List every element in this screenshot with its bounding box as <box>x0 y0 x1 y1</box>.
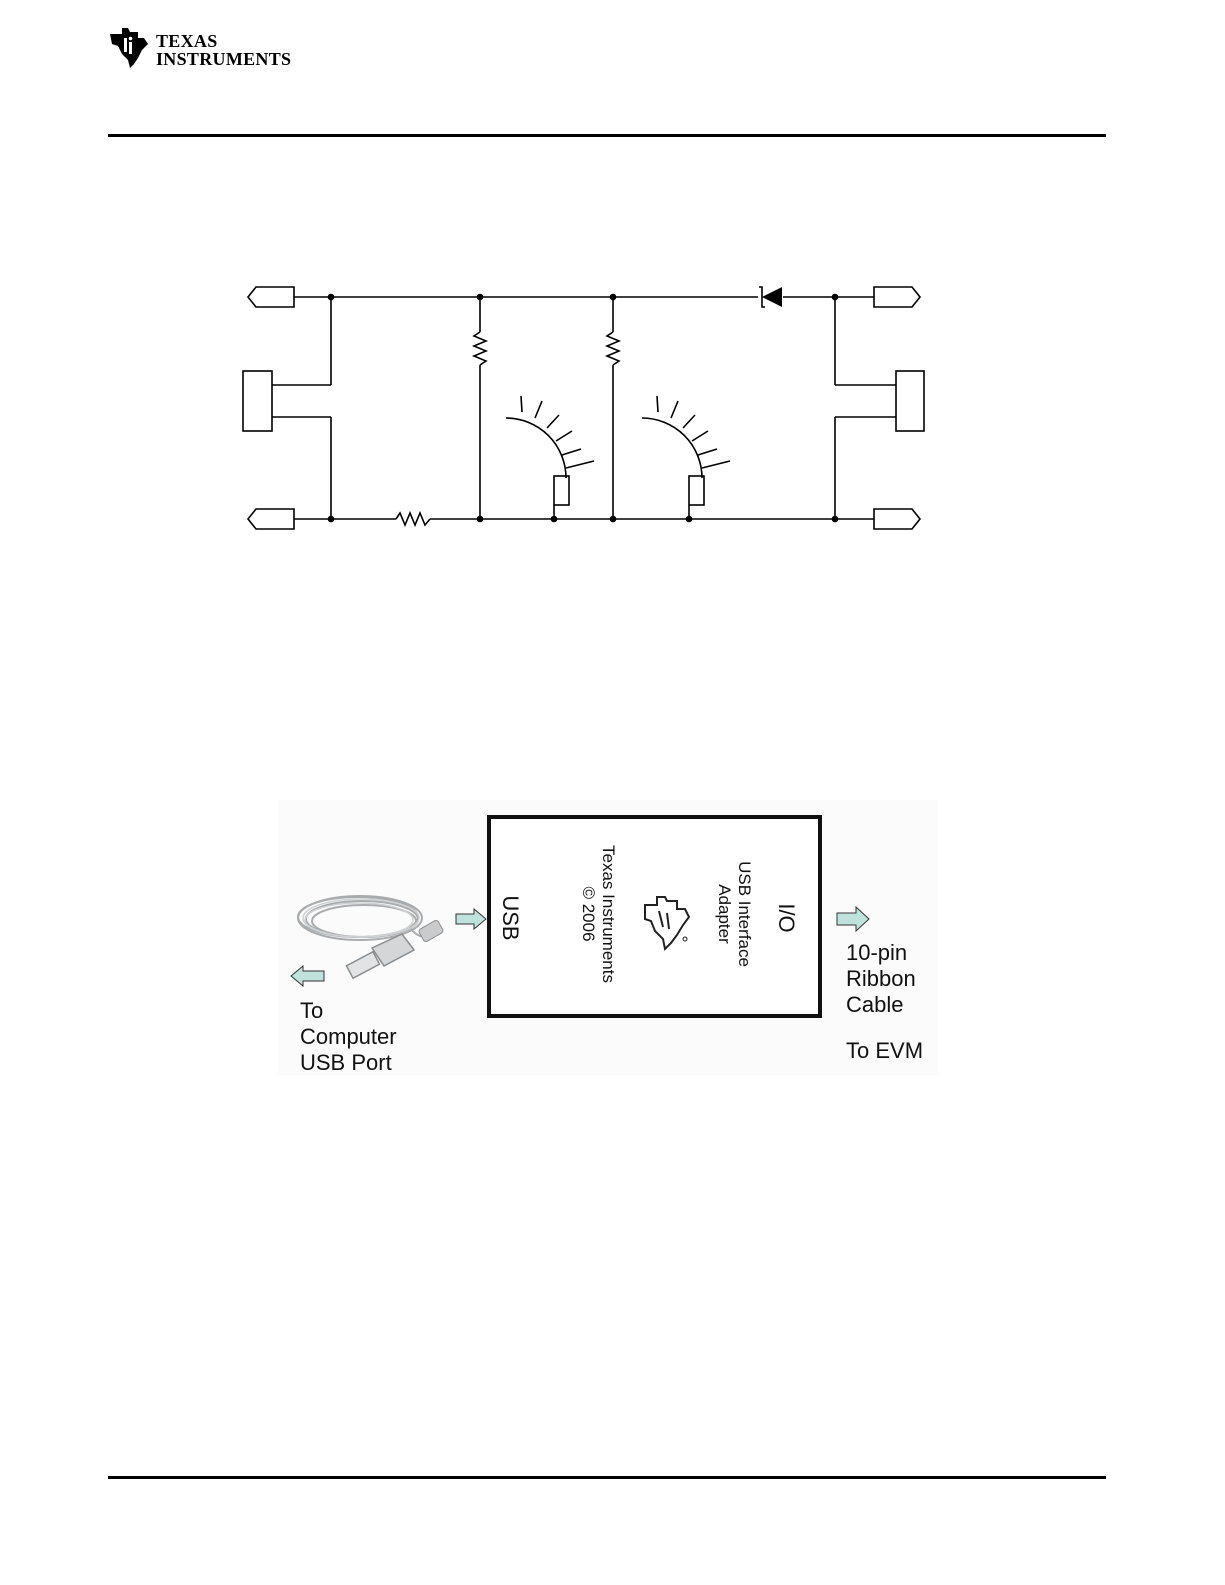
resistor-bottom <box>396 513 430 525</box>
diode-symbol <box>762 287 782 307</box>
port-tag-bottom-right <box>874 509 920 529</box>
right-caption: 10-pin Ribbon Cable <box>846 940 916 1018</box>
arrow-right-output-icon <box>836 906 870 932</box>
logo-line-2: Instruments <box>156 50 291 68</box>
logo-line-1: Texas <box>156 32 291 50</box>
io-port-label: I/O <box>773 893 799 943</box>
header-rule <box>108 134 1106 137</box>
product-label: USB Interface Adapter <box>714 849 754 979</box>
resistor-1 <box>474 332 486 365</box>
left-caption-line-3: USB Port <box>300 1050 397 1076</box>
arrow-right-icon <box>455 908 487 930</box>
maker-label: Texas Instruments © 2006 <box>578 829 618 999</box>
right-caption-line-1: 10-pin <box>846 940 916 966</box>
left-caption: To Computer USB Port <box>300 998 397 1076</box>
arrow-left-icon <box>290 965 326 987</box>
ti-logo-icon <box>108 24 152 70</box>
gauge-1-arc <box>506 418 566 478</box>
ti-logo: Texas Instruments <box>108 24 308 72</box>
maker-line-1: Texas Instruments <box>598 829 618 999</box>
right-connector <box>896 371 924 431</box>
usb-adapter-figure: To Computer USB Port USB Texas Instrumen… <box>278 800 938 1075</box>
port-tag-top-left <box>248 287 294 307</box>
logo-wordmark: Texas Instruments <box>156 32 291 68</box>
to-evm-caption: To EVM <box>846 1038 923 1064</box>
gauge-2-arc <box>642 418 702 478</box>
usb-interface-adapter: USB Texas Instruments © 2006 USB Interfa… <box>487 815 822 1018</box>
ti-emblem-icon <box>639 889 697 955</box>
right-caption-line-2: Ribbon <box>846 966 916 992</box>
maker-line-2: © 2006 <box>578 829 598 999</box>
footer-rule <box>108 1476 1106 1479</box>
usb-port-label: USB <box>497 888 523 948</box>
port-tag-top-right <box>874 287 920 307</box>
right-caption-line-3: Cable <box>846 992 916 1018</box>
schematic-diagram <box>238 278 938 540</box>
gauge-1-element <box>554 476 569 505</box>
product-line-1: USB Interface <box>734 849 754 979</box>
resistor-2 <box>607 332 619 365</box>
left-caption-line-2: Computer <box>300 1024 397 1050</box>
left-connector <box>243 371 272 431</box>
left-caption-line-1: To <box>300 998 397 1024</box>
gauge-2-element <box>689 476 704 505</box>
product-line-2: Adapter <box>714 849 734 979</box>
port-tag-bottom-left <box>248 509 294 529</box>
